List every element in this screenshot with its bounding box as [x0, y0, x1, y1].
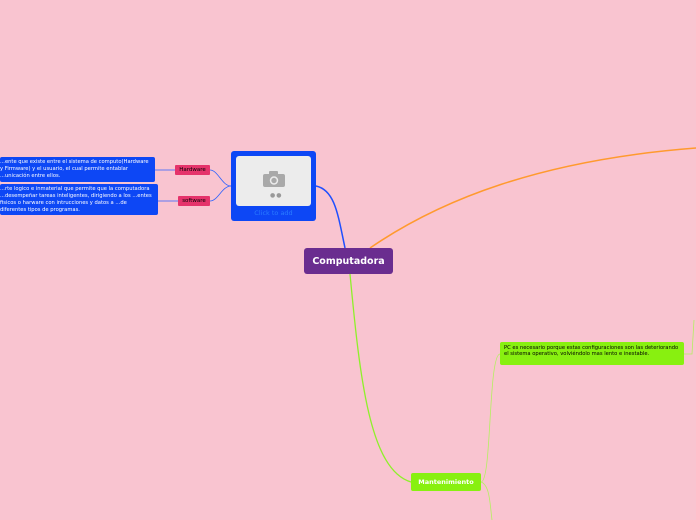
hardware-tag[interactable]: Hardware — [175, 165, 210, 175]
hardware-description: ...ente que existe entre el sistema de c… — [0, 159, 149, 179]
mantenimiento-node[interactable]: Mantenimiento — [411, 473, 481, 491]
software-description-node[interactable]: ...rte logico e inmaterial que permite q… — [0, 184, 158, 215]
central-topic-node[interactable]: Computadora — [304, 248, 393, 274]
camera-icon — [263, 171, 285, 187]
link-green-desc-to-right — [684, 319, 695, 355]
link-central-to-offscreen — [369, 147, 696, 249]
pager-dots: ●● — [270, 192, 283, 199]
mantenimiento-description-node[interactable]: PC es necesario porque estas configuraci… — [500, 342, 684, 365]
mantenimiento-description: PC es necesario porque estas configuraci… — [504, 345, 679, 358]
software-label: software — [182, 198, 206, 204]
software-description: ...rte logico e inmaterial que permite q… — [0, 186, 152, 213]
central-topic-label: Computadora — [312, 255, 385, 267]
image-caption: Click to add — [254, 209, 293, 217]
link-central-to-mantenimiento — [349, 273, 412, 483]
hardware-label: Hardware — [179, 167, 206, 173]
software-tag[interactable]: software — [178, 196, 210, 206]
link-mant-to-down — [480, 481, 493, 520]
link-mant-to-green-desc — [480, 353, 501, 483]
hardware-description-node[interactable]: ...ente que existe entre el sistema de c… — [0, 157, 155, 182]
link-central-to-image — [315, 185, 346, 249]
link-image-to-hardware-tag — [209, 169, 232, 187]
link-image-to-software-tag — [209, 185, 232, 202]
image-node[interactable]: ●● Click to add — [231, 151, 316, 221]
mantenimiento-label: Mantenimiento — [418, 478, 474, 486]
image-placeholder-frame: ●● — [236, 156, 311, 206]
